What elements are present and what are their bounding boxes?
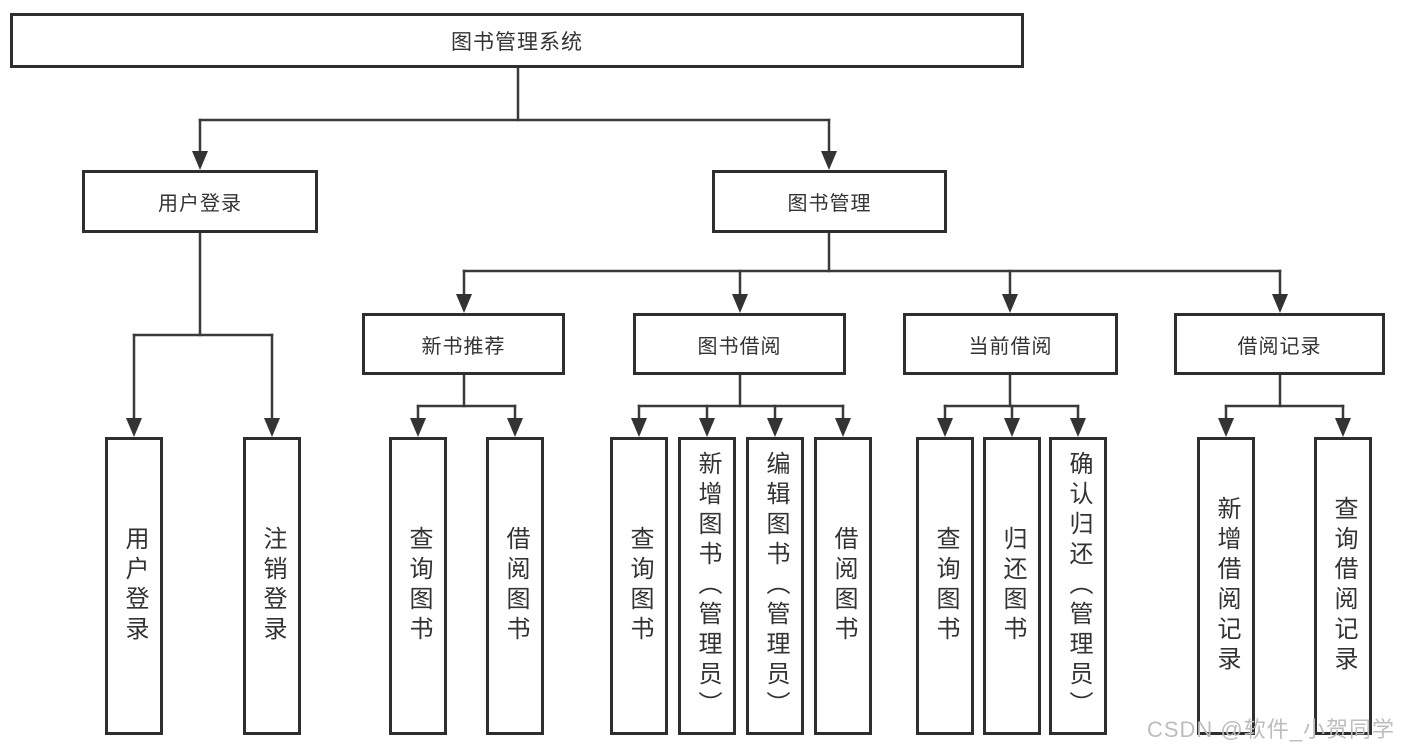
node-book-management: 图书管理	[712, 170, 947, 233]
leaf-logout: 注销登录	[243, 437, 301, 735]
node-borrowing-records: 借阅记录	[1174, 313, 1385, 375]
leaf-borrowing-edit-book-admin: 编辑图书（管理员）	[746, 437, 804, 735]
leaf-records-query-record: 查询借阅记录	[1314, 437, 1372, 735]
leaf-label: 归还图书	[999, 526, 1026, 646]
node-user-login: 用户登录	[82, 170, 318, 233]
leaf-borrowing-query-book: 查询图书	[610, 437, 668, 735]
arrowheads	[126, 151, 1351, 437]
leaf-label: 查询图书	[626, 526, 653, 646]
node-library-system: 图书管理系统	[10, 13, 1024, 68]
leaf-label: 确认归还（管理员）	[1065, 451, 1092, 721]
csdn-watermark: CSDN @软件_小贺同学	[1146, 717, 1395, 742]
leaf-label: 查询图书	[932, 526, 959, 646]
leaf-label: 注销登录	[259, 526, 286, 646]
leaf-label: 查询借阅记录	[1330, 496, 1357, 676]
leaf-label: 用户登录	[121, 526, 148, 646]
connector-segments	[132, 66, 1345, 422]
leaf-borrowing-add-book-admin: 新增图书（管理员）	[678, 437, 736, 735]
leaf-label: 借阅图书	[502, 526, 529, 646]
leaf-user-login: 用户登录	[105, 437, 163, 735]
node-current-borrowing: 当前借阅	[903, 313, 1118, 375]
leaf-records-add-record: 新增借阅记录	[1197, 437, 1255, 735]
leaf-label: 编辑图书（管理员）	[762, 451, 789, 721]
leaf-borrowing-borrow-book: 借阅图书	[814, 437, 872, 735]
leaf-label: 借阅图书	[830, 526, 857, 646]
leaf-label: 新增借阅记录	[1213, 496, 1240, 676]
leaf-current-return-book: 归还图书	[983, 437, 1041, 735]
leaf-recommend-query-book: 查询图书	[389, 437, 447, 735]
leaf-current-query-book: 查询图书	[916, 437, 974, 735]
leaf-label: 新增图书（管理员）	[694, 451, 721, 721]
leaf-label: 查询图书	[405, 526, 432, 646]
leaf-current-confirm-return-admin: 确认归还（管理员）	[1049, 437, 1107, 735]
node-new-book-recommend: 新书推荐	[362, 313, 565, 375]
leaf-recommend-borrow-book: 借阅图书	[486, 437, 544, 735]
node-book-borrowing: 图书借阅	[633, 313, 846, 375]
